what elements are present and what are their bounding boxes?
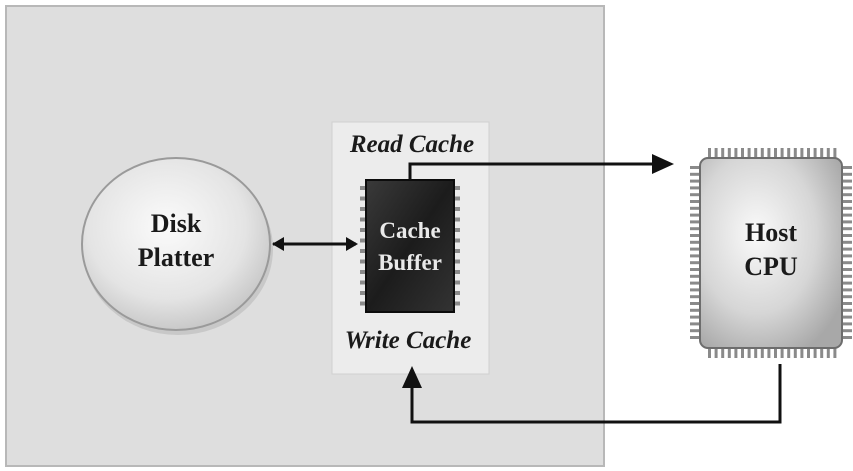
host-cpu-label-line2: CPU <box>744 252 798 281</box>
read-cache-label: Read Cache <box>349 131 474 158</box>
disk-platter-label-line1: Disk <box>151 209 202 238</box>
cache-buffer-label-line1: Cache <box>379 218 440 243</box>
disk-platter-label-line2: Platter <box>138 243 215 272</box>
write-cache-label: Write Cache <box>345 327 472 354</box>
disk-platter: Disk Platter <box>82 158 273 335</box>
cache-buffer-label-line2: Buffer <box>378 250 442 275</box>
cache-buffer-chip: Cache Buffer <box>360 180 460 312</box>
host-cpu-chip: Host CPU <box>690 148 852 358</box>
host-cpu-label-line1: Host <box>745 218 797 247</box>
